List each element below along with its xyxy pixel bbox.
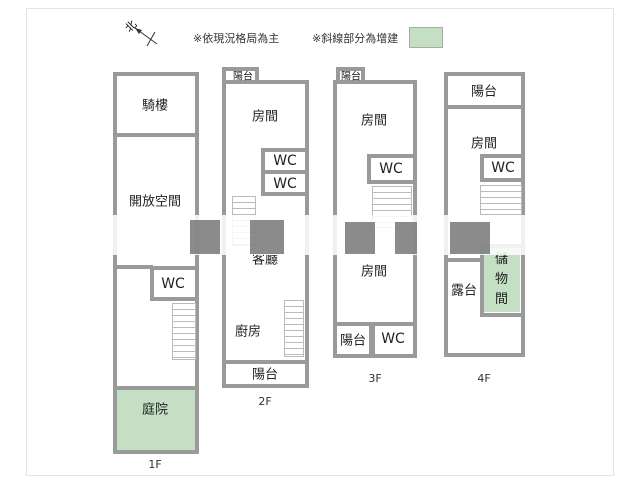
room-courtyard: 庭院 <box>141 402 169 418</box>
room-storage: 儲物間 <box>495 252 509 307</box>
room-bedroom: 房間 <box>470 136 498 152</box>
note-current-layout: ※依現況格局為主 <box>193 32 280 45</box>
room-arcade: 騎樓 <box>141 98 169 114</box>
north-arrow: 北 <box>122 18 165 48</box>
addition-swatch <box>409 27 443 48</box>
floor-1f-outline <box>113 72 199 454</box>
floor-label-3f: 3F <box>368 372 382 385</box>
room-living: 客廳 <box>251 252 279 268</box>
floor-label-1f: 1F <box>148 458 162 471</box>
room-balcony: 陽台 <box>470 84 498 100</box>
room-wc: WC <box>491 160 515 176</box>
room-bedroom: 房間 <box>360 113 388 129</box>
room-balcony: 陽台 <box>251 367 279 383</box>
room-bedroom: 房間 <box>251 109 279 125</box>
room-wc: WC <box>273 153 297 169</box>
room-wc: WC <box>273 176 297 192</box>
room-terrace: 露台 <box>450 283 478 299</box>
room-balcony: 陽台 <box>233 71 253 83</box>
note-addition: ※斜線部分為增建 <box>312 32 399 45</box>
room-open-space: 開放空間 <box>128 194 182 210</box>
north-arrow-icon <box>134 27 158 47</box>
floor-4f-outline <box>444 72 525 357</box>
stairs-1f <box>172 303 196 360</box>
courtyard-fill <box>117 390 195 450</box>
room-kitchen: 廚房 <box>234 324 262 340</box>
room-wc: WC <box>379 161 403 177</box>
page-frame <box>26 8 614 476</box>
room-balcony: 陽台 <box>339 333 367 349</box>
room-bedroom: 房間 <box>360 264 388 280</box>
floor-label-2f: 2F <box>258 395 272 408</box>
room-wc: WC <box>381 331 405 347</box>
storage-fill <box>484 248 520 312</box>
room-wc: WC <box>161 276 185 292</box>
wc-1f <box>150 266 199 301</box>
floor-label-4f: 4F <box>477 372 491 385</box>
room-balcony: 陽台 <box>341 71 361 83</box>
